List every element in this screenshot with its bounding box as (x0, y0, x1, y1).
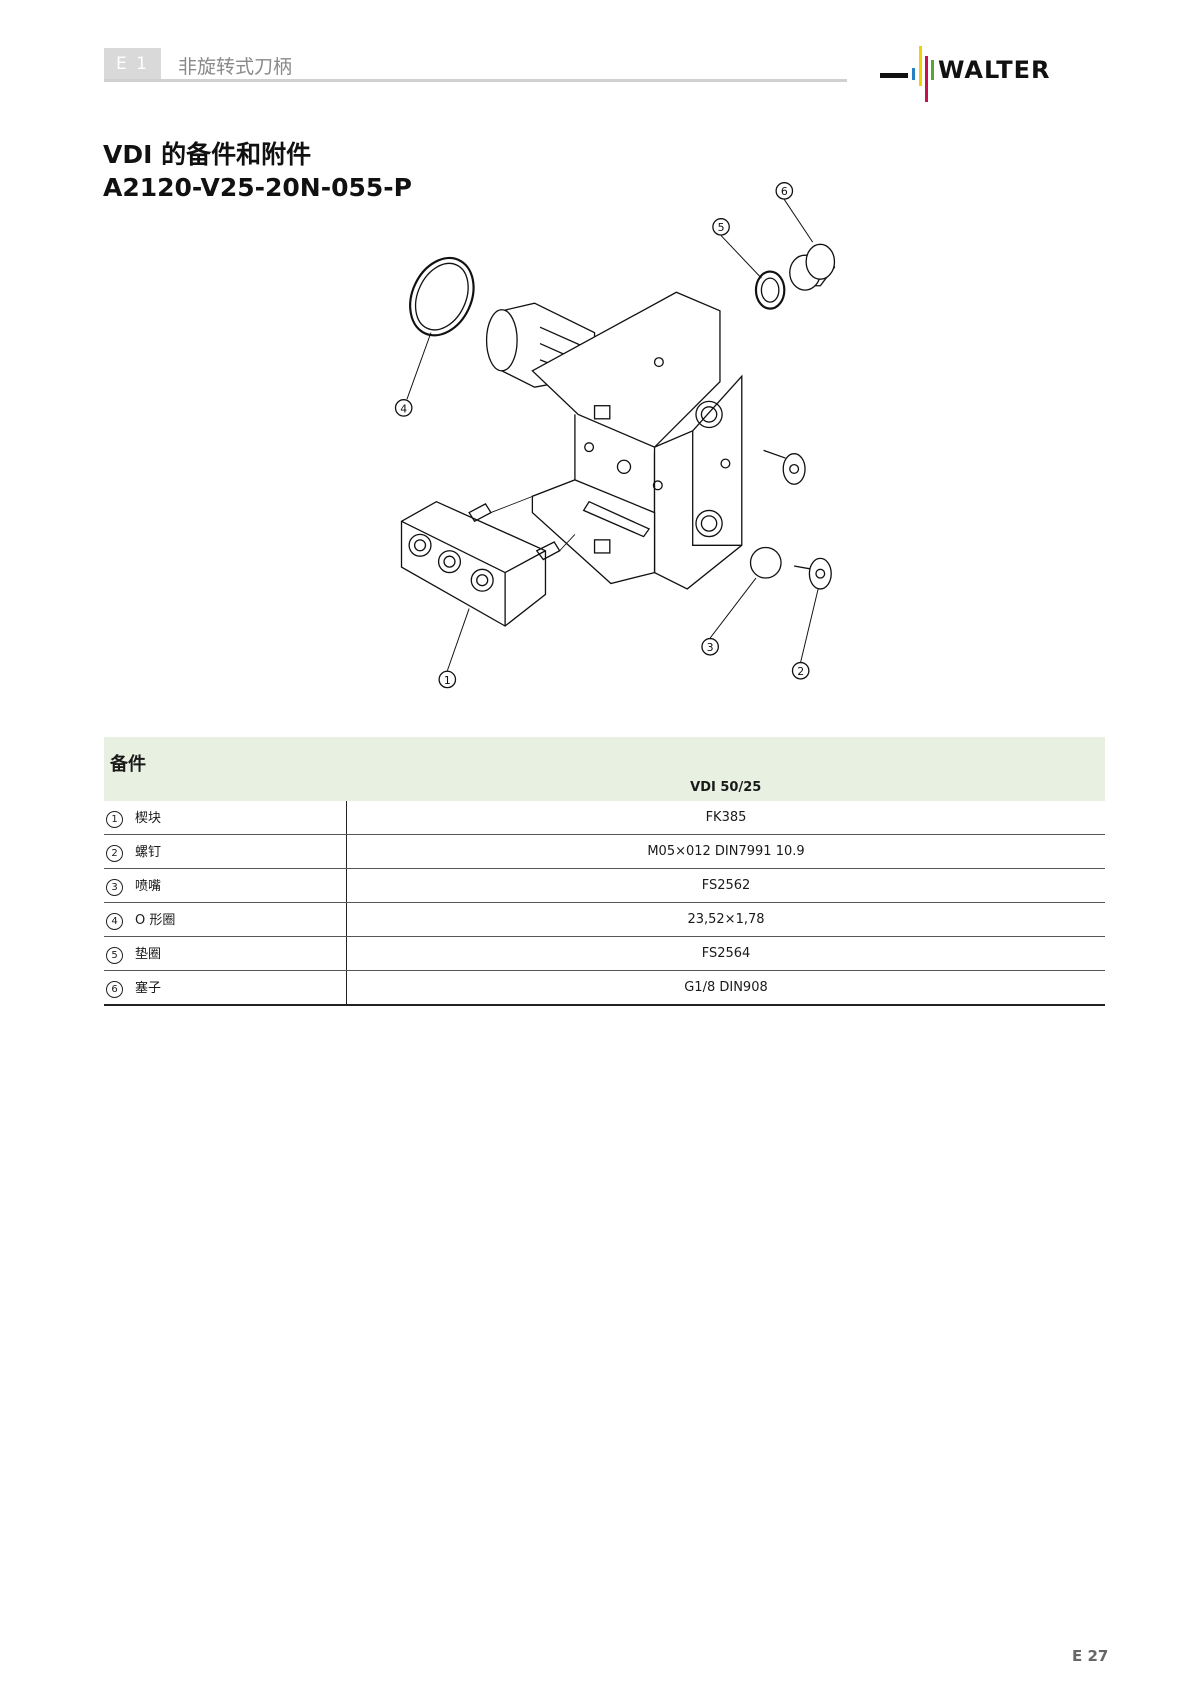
callout-6: 6 (775, 182, 794, 200)
part-value: FK385 (346, 801, 1105, 835)
part-value: G1/8 DIN908 (346, 970, 1105, 1006)
part-name: 螺钉 (135, 845, 162, 860)
table-row: 6 塞子 G1/8 DIN908 (104, 970, 1105, 1006)
wedge-part (400, 479, 576, 627)
table-row: 2 螺钉 M05×012 DIN7991 10.9 (104, 834, 1105, 869)
svg-text:3: 3 (707, 641, 714, 654)
callout-3: 3 (701, 637, 719, 656)
walter-logo: WALTER (880, 46, 1051, 102)
part-value: FS2562 (346, 868, 1105, 903)
page-title: VDI 的备件和附件 A2120-V25-20N-055-P (103, 138, 412, 204)
part-name: 喷嘴 (135, 879, 162, 894)
svg-text:4: 4 (400, 402, 407, 415)
nozzle-ball (749, 546, 782, 579)
header-spare-parts: 备件 (104, 737, 347, 801)
title-line-1: VDI 的备件和附件 (103, 140, 312, 169)
spare-parts-table: 备件 VDI 50/25 1 楔块 FK385 2 螺钉 M05×012 DIN7991… (104, 737, 1105, 1006)
table-row: 1 楔块 FK385 (104, 801, 1105, 835)
chapter-badge: E 1 (104, 48, 161, 81)
header-vdi-size: VDI 50/25 (346, 737, 1105, 801)
part-name: 垫圈 (135, 947, 162, 962)
item-number: 1 (106, 811, 123, 828)
page-number: E 27 (1072, 1647, 1109, 1665)
plug (789, 243, 836, 291)
callout-labels: 6 5 4 1 3 2 (394, 182, 810, 689)
callout-2: 2 (791, 661, 810, 680)
part-name: 楔块 (135, 811, 162, 826)
item-number: 3 (106, 879, 123, 896)
callout-4: 4 (394, 399, 413, 417)
item-number: 4 (106, 913, 123, 930)
table-row: 3 喷嘴 FS2562 (104, 868, 1105, 903)
callout-5: 5 (712, 218, 730, 236)
svg-text:1: 1 (444, 674, 451, 687)
svg-text:6: 6 (781, 185, 788, 198)
screw-parts (763, 449, 832, 590)
item-number: 2 (106, 845, 123, 862)
title-line-2: A2120-V25-20N-055-P (103, 173, 412, 202)
callout-1: 1 (438, 670, 457, 689)
part-name: O 形圈 (135, 913, 176, 928)
part-name: 塞子 (135, 981, 162, 996)
svg-text:2: 2 (797, 665, 804, 678)
item-number: 5 (106, 947, 123, 964)
washer (754, 270, 786, 310)
svg-text:WALTER: WALTER (938, 56, 1051, 84)
part-value: 23,52×1,78 (346, 902, 1105, 937)
o-ring (409, 256, 475, 337)
header-divider (104, 79, 847, 82)
table-row: 4 O 形圈 23,52×1,78 (104, 902, 1105, 937)
chapter-title: 非旋转式刀柄 (178, 56, 293, 78)
svg-text:5: 5 (718, 221, 725, 234)
table-row: 5 垫圈 FS2564 (104, 936, 1105, 971)
table-header: 备件 VDI 50/25 (104, 737, 1105, 801)
item-number: 6 (106, 981, 123, 998)
tool-holder-body (531, 291, 743, 590)
part-value: FS2564 (346, 936, 1105, 971)
part-value: M05×012 DIN7991 10.9 (346, 834, 1105, 869)
